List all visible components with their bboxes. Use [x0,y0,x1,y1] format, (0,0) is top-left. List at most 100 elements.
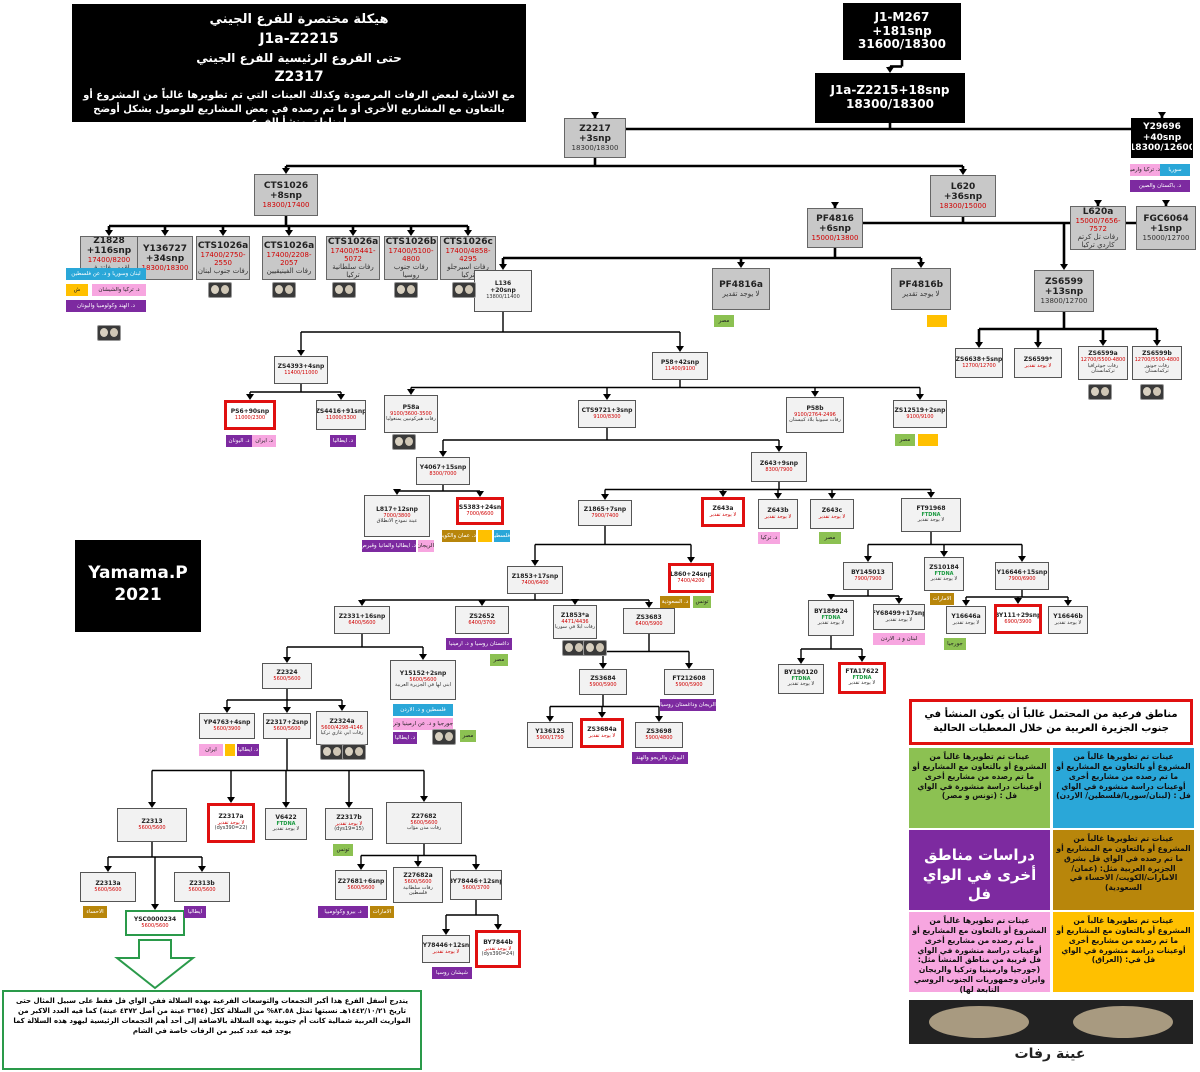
node-l620a-d3: رفات تل كرتم كاردي تركيا [1077,233,1119,250]
edge-arrow-pf4816b [917,262,925,268]
node-zs6638-t: ZS6638+5snp [955,355,1003,363]
node-fta17622-f: FTDNA [852,674,872,681]
node-by78446s-d2: لا يوجد تقدير [432,948,460,955]
edge-arrow-zs6599a [1099,340,1107,346]
region-tag [927,315,947,327]
node-z2324-d2: 5600/5600 [273,675,301,682]
node-z2313-t: Z2313 [141,817,163,825]
node-fy68499-t: FY68499+17snp [873,609,925,617]
node-p58b-t: P58b [806,404,824,412]
node-z2317b-d2: لا يوجد تقدير [335,820,363,827]
node-z643a-d2: لا يوجد تقدير [709,511,737,518]
node-ft91968-t: FT91968 [916,504,946,512]
node-p58b-d3: رفات سيونيا بلاد كبيستان [789,417,841,424]
edge-arrow-y16646b [1064,600,1072,606]
edge-arrow-ysc [151,904,159,910]
region-tag: د. بيرو وكولومبيا [318,906,368,918]
node-fta17622-t: FTA17622 [845,667,879,675]
title-line-3: حتى الفروع الرئيسية للفرع الجيني [196,51,402,65]
skull-image-1 [929,1006,1029,1038]
title-box: هيكلة مختصرة للفرع الجيني J1a-Z2215 حتى … [72,4,526,128]
node-zs6599a-d2: 12700/5500-4800 [1080,356,1126,363]
node-z2324a-d3: رفات ابي غازي تركيا [320,730,364,737]
node-ysc-d2: 5600/5600 [141,922,169,929]
edge-arrow-zs6599s [1034,342,1042,348]
node-z2313-d2: 5600/5600 [138,824,166,831]
author-year: 2021 [114,585,162,606]
node-cts1026b-d2: 17400/5100-4800 [388,247,434,264]
node-yp4763-t: YP4763+4snp [203,718,251,726]
node-y136727-d1: +34snp [145,253,185,264]
node-p58-d2: 11400/9100 [664,365,696,372]
node-zs3683-t: ZS3683 [636,613,662,621]
region-tag: تونس [333,844,353,856]
node-z2217-d1: +3snp [578,133,611,144]
node-zs12519-d2: 9100/9100 [906,413,934,420]
node-pf4816-t: PF4816 [816,213,854,224]
node-z27682-t: Z27682 [411,812,437,820]
node-z27682-d2: 5600/5600 [410,819,438,826]
skulls-caption: عينة رفات [1014,1046,1086,1062]
node-pf4816b-d3: لا يوجد تقدير [902,290,940,299]
node-y15152-t: Y15152+2snp [399,669,447,677]
node-l136-d1: +20snp [490,287,516,295]
node-cts1026-d1: +8snp [269,190,302,201]
node-by78446s-t: BY78446+12snp [422,941,470,949]
edge-arrow-zs3684a [598,712,606,718]
skull-icon [332,282,356,298]
node-zs6599a-d3: رفات جوغرافيا تركمانستان [1087,362,1119,375]
node-z643-d2: 8300/7900 [765,466,793,473]
edge-arrow-zs4416 [337,394,345,400]
node-zs10184-d2: لا يوجد تقدير [930,576,958,583]
title-line-2: J1a-Z2215 [259,31,339,47]
node-zs10184-t: ZS10184 [929,563,959,571]
region-tag: د. ايطاليا [330,435,356,447]
bottom-note: يندرج أسفل الفرع هذا أكبر التجمعات والتو… [2,990,422,1070]
node-by145013-d2: 7900/7900 [854,575,882,582]
node-zs6599-t: ZS6599 [1044,276,1084,287]
node-y15152-d3: ابنى لها في الجزيرة العربية [394,682,452,689]
region-tag: ش [66,284,88,296]
node-p58a-t: P58a [402,403,420,411]
node-y15152-d2: 5600/5600 [409,676,437,683]
node-cts1026-t: CTS1026 [263,180,309,191]
node-p58a-d2: 9100/3600-3500 [390,410,432,417]
node-cts1026a2-d2: 17400/2208-2057 [266,251,312,268]
node-pf4816a-d3: لا يوجد تقدير [722,290,760,299]
author-name: Yamama.P [88,563,188,583]
legend-cell-pink: عينات تم تطويرها غالباً من المشروع أو با… [909,912,1050,994]
legend-cell-lightblue: عينات تم تطويرها غالباً من المشروع أو با… [1053,748,1194,828]
edge-arrow-cts1026 [282,168,290,174]
edge-arrow-p58b [811,391,819,397]
edge-arrow-z2215 [886,67,894,73]
node-by7844b-d2: لا يوجد تقدير [484,945,512,952]
node-z27681-t: Z27681+6snp [337,877,385,885]
node-z2317a-d3: (dys390=22) [214,825,248,832]
edge-arrow-v6422 [282,802,290,808]
edge-arrow-l620 [959,169,967,175]
edge-arrow-z643c [828,493,836,499]
author-box: Yamama.P 2021 [75,540,201,632]
node-z1828-d1: +116snp [86,245,132,256]
node-z2324a-d2: 5600/4298-4146 [321,724,363,731]
region-tag: د. ايطاليا [237,744,259,756]
node-by189924-d2: لا يوجد تقدير [817,620,845,627]
edge-arrow-zs5383 [476,491,484,497]
edge-arrow-by111 [1014,598,1022,604]
node-l620a-d2: 15000/7656-7572 [1075,217,1121,234]
node-l620-d1: +36snp [943,191,983,202]
region-tag [918,434,938,446]
node-v6422-d2: لا يوجد تقدير [272,826,300,833]
